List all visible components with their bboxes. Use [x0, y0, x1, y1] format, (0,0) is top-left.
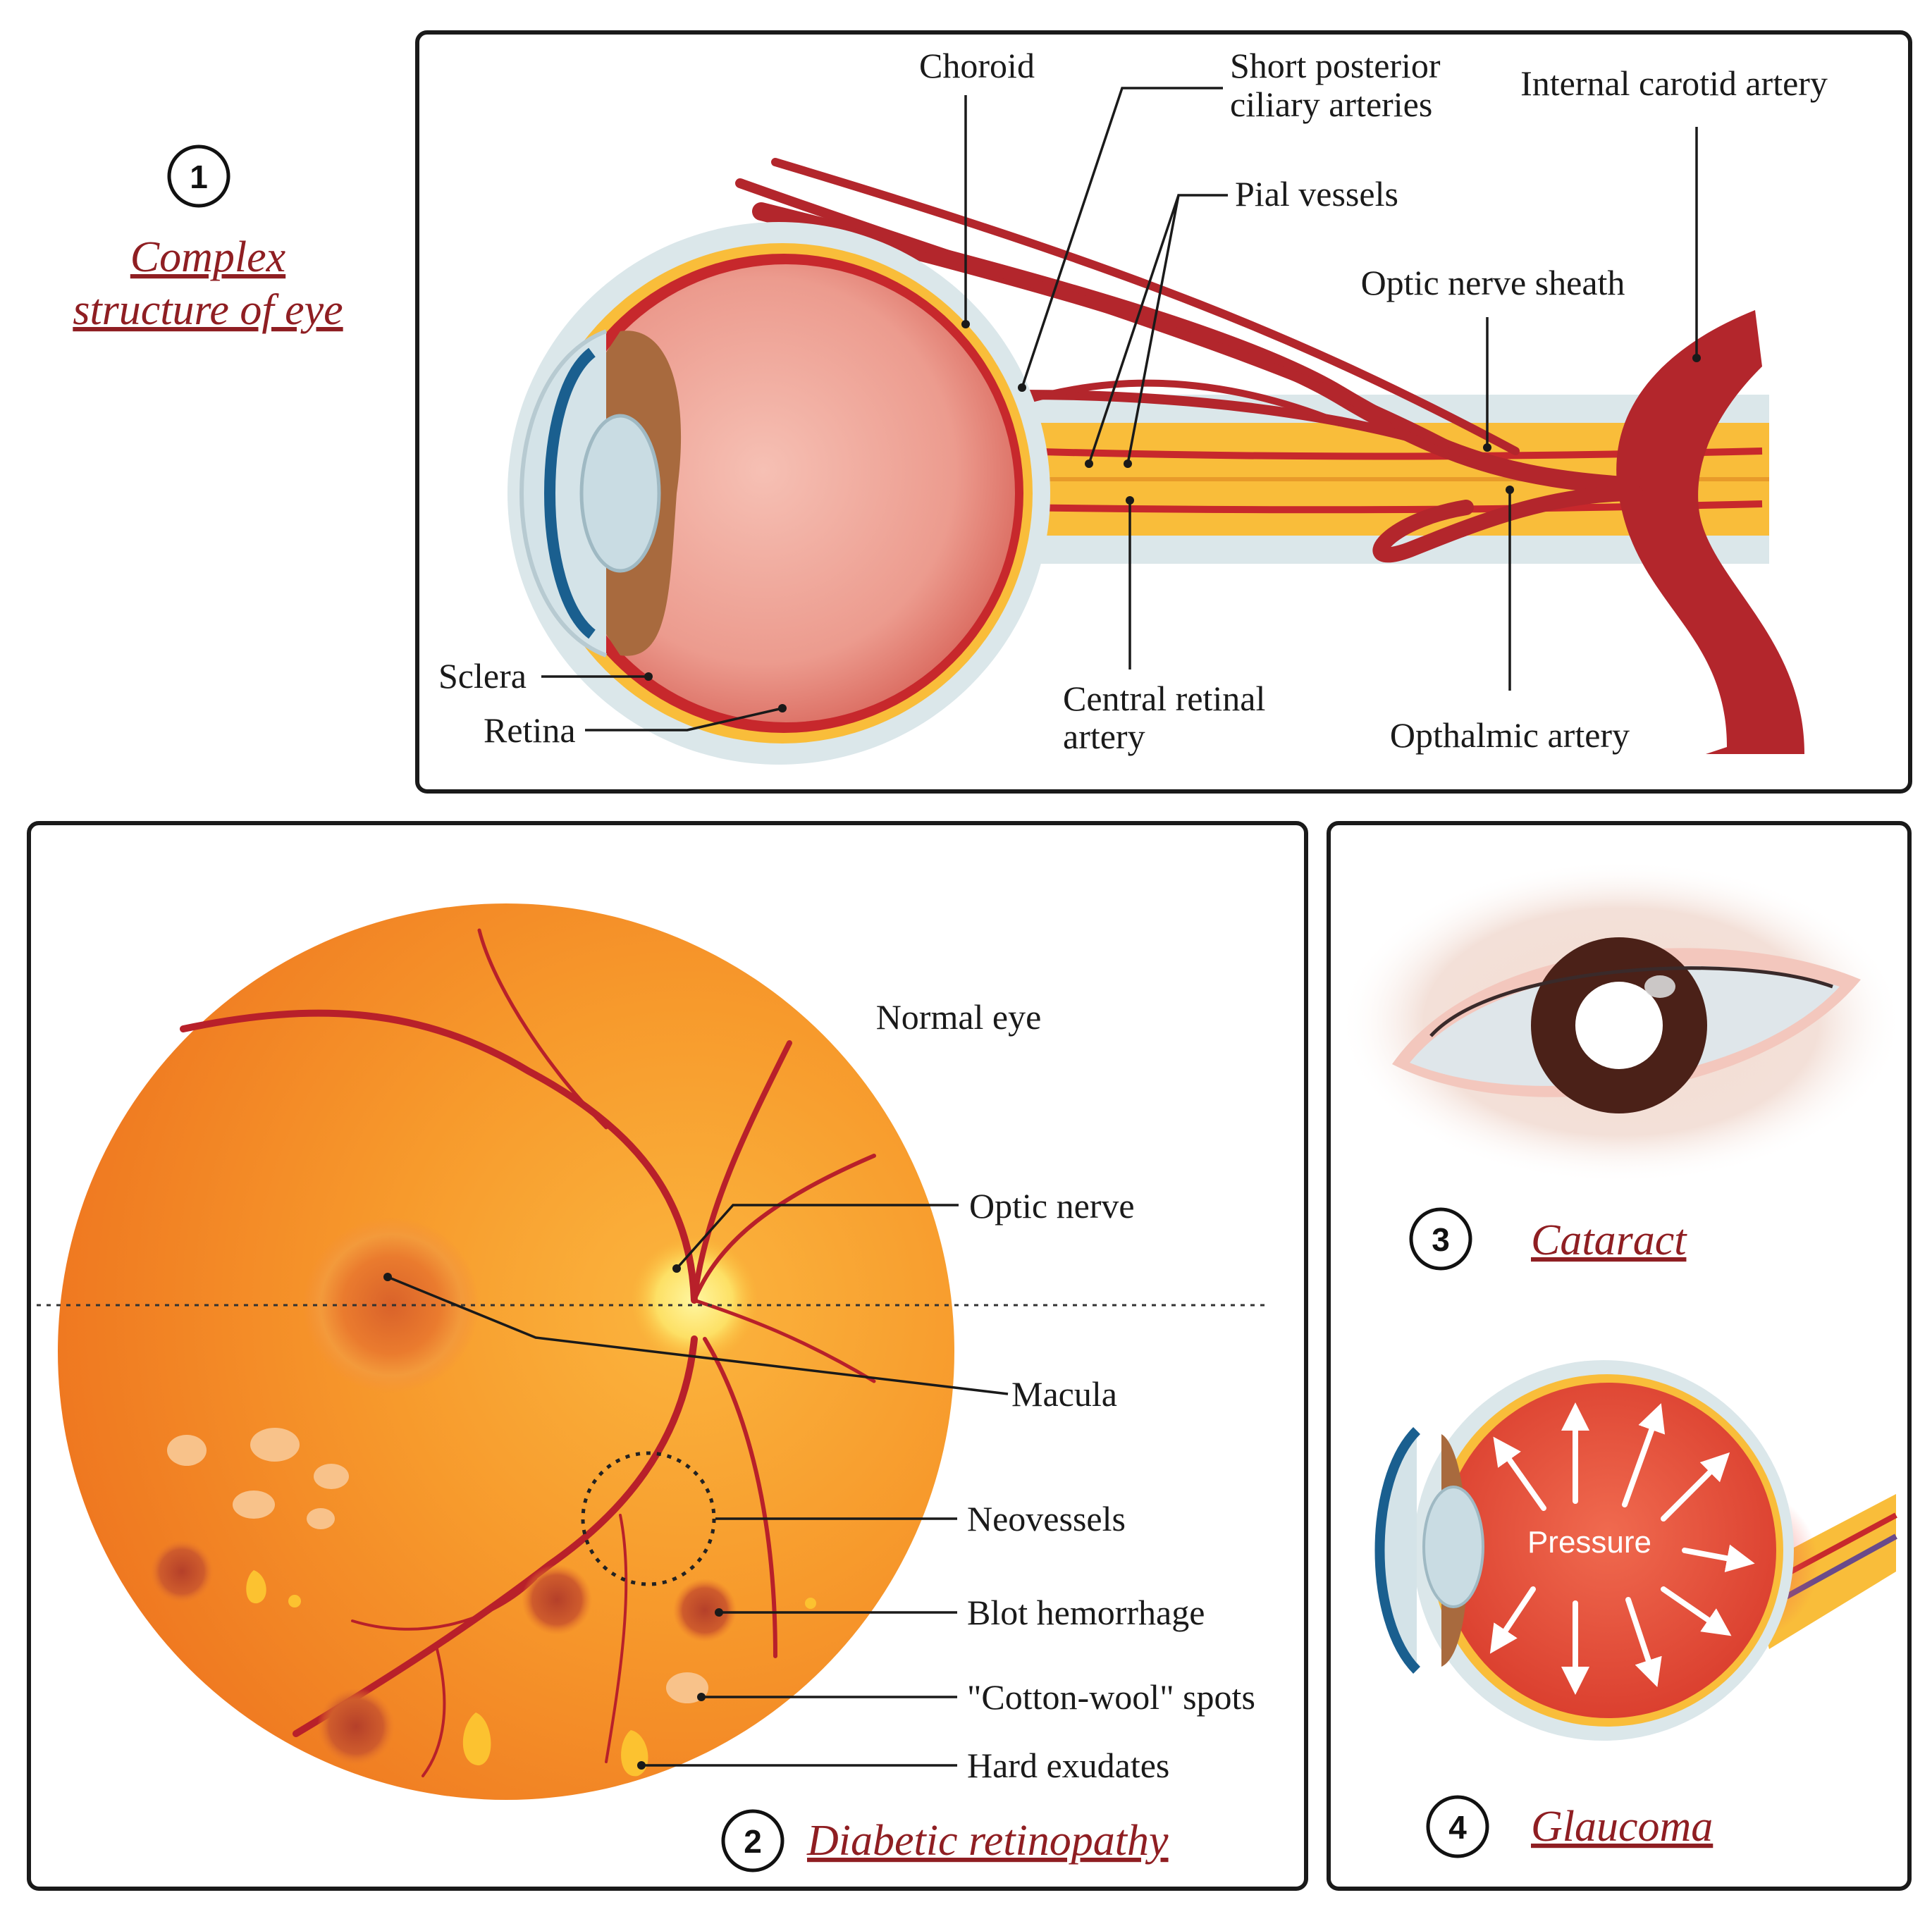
retinal-vessels [180, 928, 876, 1777]
neovessel-highlight-circle [581, 1451, 716, 1586]
label-internal-carotid: Internal carotid artery [1520, 63, 1828, 103]
blot-hemorrhage [522, 1565, 592, 1635]
leader-dot [961, 320, 970, 328]
leader-dot [1483, 443, 1491, 452]
leader-dot [778, 704, 787, 712]
label-optic-nerve: Optic nerve [969, 1186, 1135, 1226]
label-macula: Macula [1011, 1374, 1117, 1414]
blot-hemorrhage [150, 1540, 214, 1603]
panel-diabetic-retinopathy: Normal eye Optic nerve Macula Neovessels… [27, 821, 1308, 1891]
leader-dot [644, 672, 653, 681]
panel-2-number-badge [721, 1809, 785, 1872]
optic-nerve-illustration [1001, 395, 1769, 564]
panel-1-title-line1: Complex [130, 233, 286, 281]
pressure-label: Pressure [1527, 1525, 1651, 1560]
panel-4-title: Glaucoma [1531, 1803, 1713, 1851]
cotton-wool-spots [167, 1428, 708, 1703]
label-hard-exudates: Hard exudates [967, 1746, 1169, 1785]
cataract-eye-illustration [1339, 860, 1903, 1184]
panel-2-number: 2 [744, 1823, 762, 1860]
glaucoma-eye-illustration [1374, 1360, 1897, 1741]
panel-1-number-badge [167, 144, 230, 208]
panel-4-number-badge [1426, 1795, 1489, 1858]
macula-spot [303, 1217, 479, 1393]
label-optic-nerve-sheath: Optic nerve sheath [1361, 263, 1625, 302]
panel-1-title-line2: structure of eye [73, 286, 343, 334]
panel-3-title: Cataract [1531, 1216, 1687, 1264]
panel-1-number: 1 [190, 159, 208, 195]
fundus-image [58, 903, 954, 1800]
leader-dot [1124, 459, 1132, 468]
label-pial-vessels: Pial vessels [1235, 174, 1398, 214]
pressure-arrows [1489, 1402, 1755, 1695]
label-normal-eye: Normal eye [876, 997, 1042, 1037]
leader-dot [672, 1264, 681, 1273]
label-short-posterior-1: Short posterior [1230, 46, 1441, 85]
label-choroid: Choroid [919, 46, 1035, 85]
leader-optic-nerve [675, 1204, 959, 1270]
panel-4-number: 4 [1448, 1809, 1467, 1846]
label-sclera: Sclera [438, 656, 527, 696]
panel-eye-structure: 1 Complex structure of eye [73, 30, 1912, 794]
leader-dot [637, 1761, 646, 1770]
blot-hemorrhage [673, 1579, 737, 1642]
panel-3-number: 3 [1432, 1221, 1450, 1258]
eye-globe-cross-section [507, 222, 1050, 765]
leader-dot [1506, 486, 1514, 494]
leader-dot [1126, 496, 1134, 505]
leader-dot [1018, 383, 1026, 392]
label-blot-hemorrhage: Blot hemorrhage [967, 1593, 1205, 1632]
label-short-posterior-2: ciliary arteries [1230, 85, 1432, 124]
label-cotton-wool: "Cotton-wool" spots [967, 1677, 1255, 1717]
leader-short-posterior [1021, 87, 1223, 388]
leader-retina [585, 707, 783, 732]
leader-dot [1692, 354, 1701, 362]
panel-2-title: Diabetic retinopathy [806, 1817, 1169, 1865]
label-neovessels: Neovessels [967, 1499, 1126, 1538]
label-opthalmic-artery: Opthalmic artery [1390, 715, 1630, 755]
panel-glaucoma: Pressure 4 Glaucoma [1374, 1360, 1897, 1858]
artery-branches [735, 158, 1644, 563]
cataract-clouded-pupil [1575, 982, 1663, 1069]
blot-hemorrhage [317, 1688, 395, 1765]
label-central-retinal-1: Central retinal [1063, 679, 1265, 718]
label-retina: Retina [484, 710, 576, 750]
leader-pial-vessels [1088, 194, 1228, 464]
panel-3-number-badge [1409, 1207, 1472, 1271]
label-central-retinal-2: artery [1063, 717, 1145, 756]
leader-dot [1085, 459, 1093, 468]
leader-dot [383, 1273, 392, 1281]
leader-macula [387, 1276, 1009, 1395]
leader-dot [697, 1693, 706, 1701]
leader-dot [715, 1608, 723, 1617]
internal-carotid-artery-shape [1616, 310, 1804, 754]
